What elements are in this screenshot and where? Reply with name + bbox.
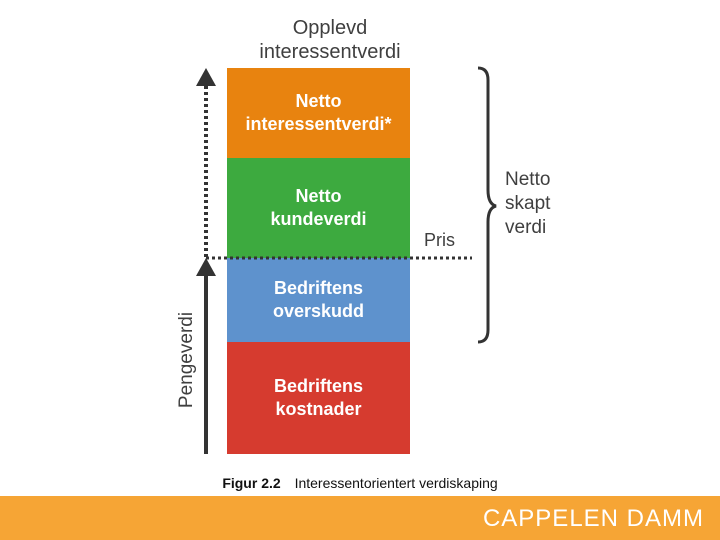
block-label: Netto kundeverdi xyxy=(270,186,367,229)
pengeverdi-label: Pengeverdi xyxy=(176,311,197,409)
opplevd-interessentverdi-label: Opplevd interessentverdi xyxy=(259,17,401,63)
block-netto-kundeverdi: Netto kundeverdi xyxy=(227,158,410,258)
block-bedriftens-kostnader: Bedriftens kostnader xyxy=(227,342,410,454)
cappelen-damm-logo: CAPPELEN DAMM xyxy=(482,505,704,532)
block-label: Bedriftens kostnader xyxy=(273,376,363,419)
block-bedriftens-overskudd: Bedriftens overskudd xyxy=(227,258,410,342)
figure-caption: Figur 2.2 Interessentorientert verdiskap… xyxy=(0,475,720,491)
right-bracket xyxy=(477,66,497,344)
figure-number: Figur 2.2 xyxy=(222,475,281,491)
pris-label: Pris xyxy=(424,230,455,250)
arrow-up-icon xyxy=(196,258,216,276)
block-label: Bedriftens overskudd xyxy=(272,278,365,321)
footer-bar xyxy=(0,496,720,540)
block-netto-interessentverdi: Netto interessentverdi* xyxy=(227,68,410,158)
netto-skapt-verdi-label: Netto skapt verdi xyxy=(505,169,551,238)
block-label: Netto interessentverdi* xyxy=(245,91,392,134)
figure-title: Interessentorientert verdiskaping xyxy=(294,475,498,491)
arrow-up-icon xyxy=(196,68,216,86)
